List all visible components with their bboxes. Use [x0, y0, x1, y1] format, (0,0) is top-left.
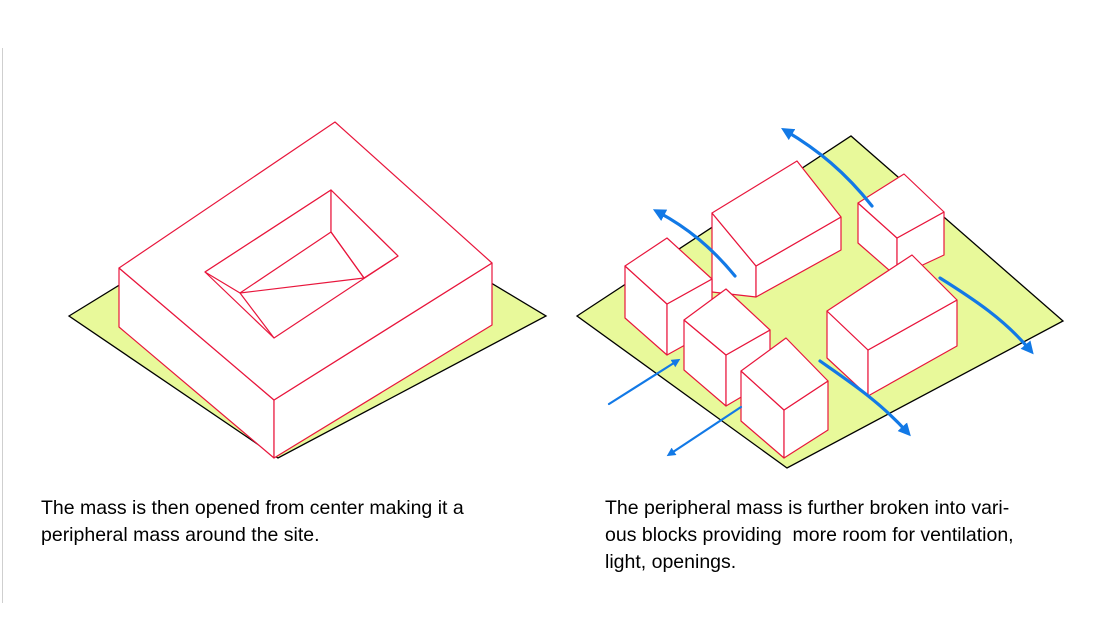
block-right-long: [826, 254, 958, 397]
airflow-arrow-top: [781, 128, 874, 208]
caption-left: The mass is then opened from center maki…: [41, 495, 571, 549]
airflow-arrow-lower-right: [818, 359, 911, 437]
courtyard-floor-line: [239, 292, 275, 339]
caption-right-line-3: light, openings.: [605, 551, 737, 573]
caption-right-line-1: The peripheral mass is further broken in…: [605, 497, 1010, 519]
caption-right-line-2: ous blocks providing more room for venti…: [605, 524, 1014, 546]
airflow-arrow-upper-left: [652, 209, 737, 278]
airflow-arrow-right: [938, 276, 1034, 355]
ring-mass: [118, 121, 493, 459]
block-upper-center: [711, 160, 842, 298]
ventilation-arrows: [607, 128, 1034, 457]
block-left: [624, 237, 713, 356]
block-bottom: [740, 337, 829, 459]
left-divider-line: [2, 48, 3, 603]
caption-left-line-1: The mass is then opened from center maki…: [41, 497, 464, 519]
courtyard-floor-edge: [239, 277, 365, 294]
block-center: [683, 288, 771, 407]
diagram-left-ring-mass: [67, 121, 548, 459]
diagram-right-broken-blocks: [575, 128, 1065, 469]
airflow-arrow-bottom-left: [666, 405, 743, 457]
airflow-arrow-left-in: [607, 358, 681, 406]
caption-right: The peripheral mass is further broken in…: [605, 495, 1105, 576]
caption-left-line-2: peripheral mass around the site.: [41, 524, 320, 546]
courtyard-floor-line-2: [330, 231, 365, 279]
